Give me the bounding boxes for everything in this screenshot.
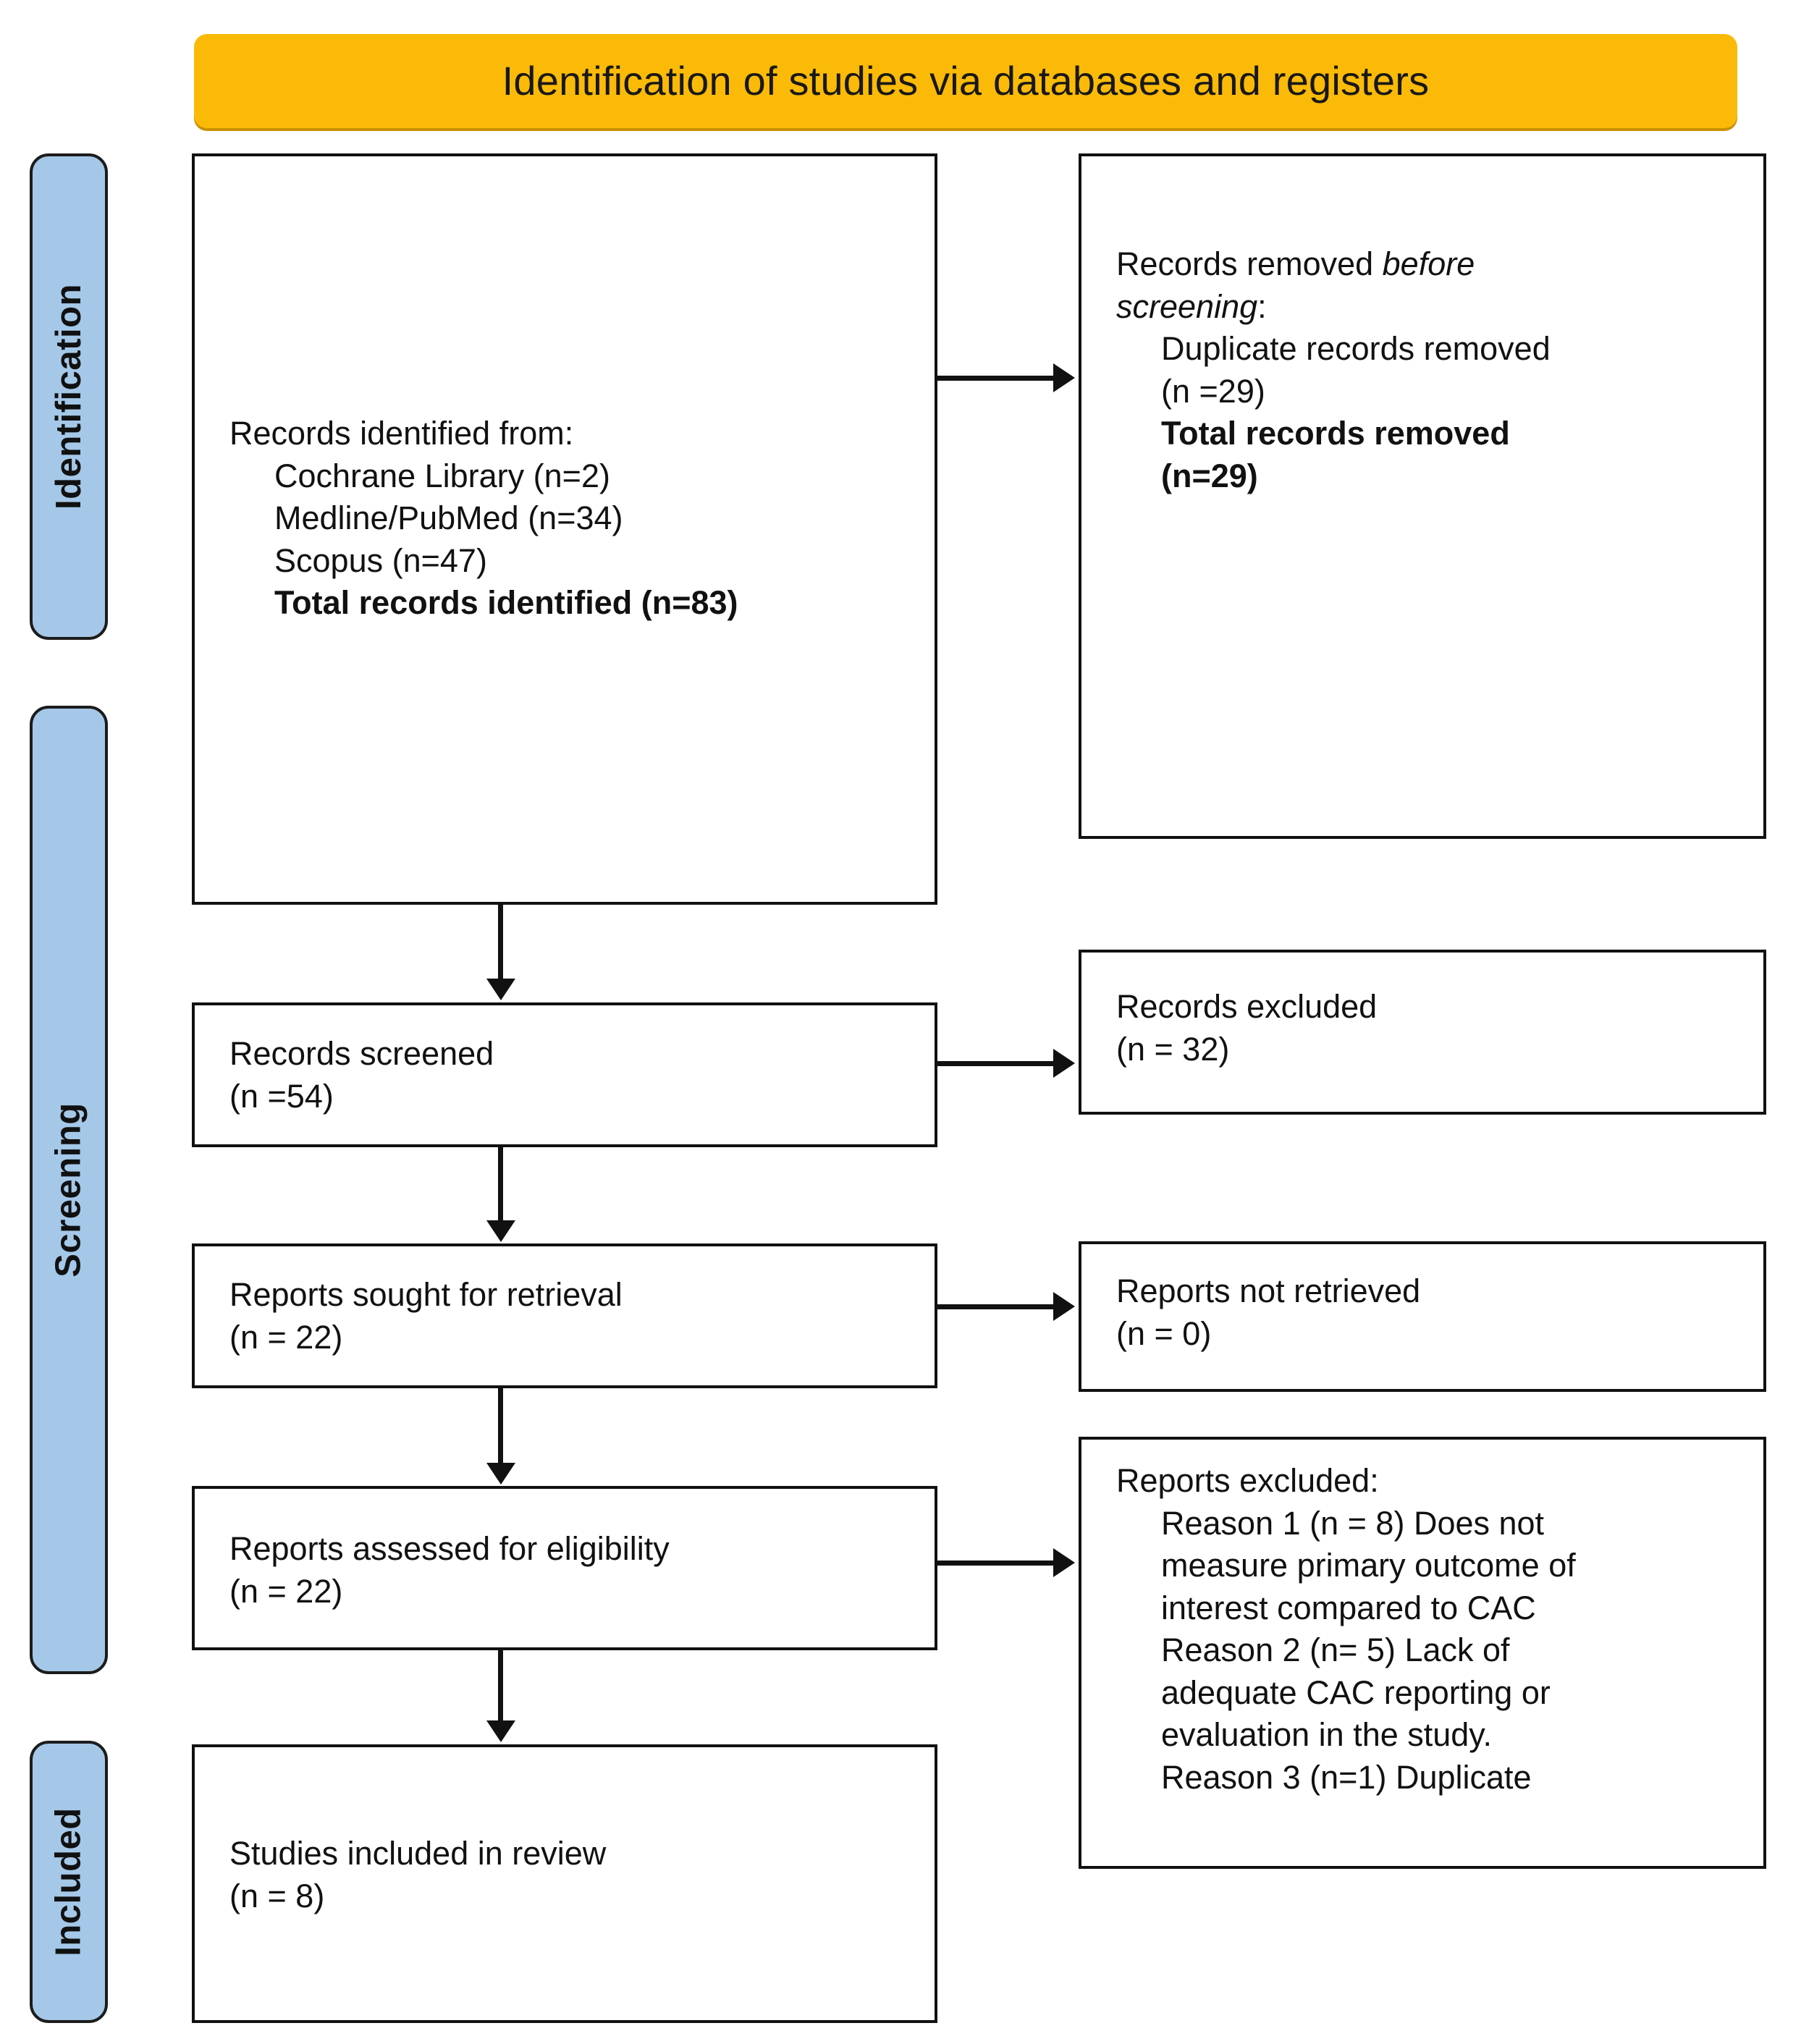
- reports-excluded-reason1-line1: Reason 1 (n = 8) Does not: [1161, 1504, 1545, 1542]
- records-removed-heading-line1: Records removed before: [1116, 243, 1747, 286]
- connector-sought-to-assessed-line: [498, 1388, 503, 1464]
- reports-not-retrieved-label: Reports not retrieved: [1116, 1272, 1421, 1309]
- connector-identified-to-screened-line: [498, 905, 503, 980]
- connector-screened-to-excluded-arrow: [1053, 1049, 1075, 1078]
- records-identified-total: Total records identified (n=83): [274, 584, 738, 621]
- box-reports-excluded: Reports excluded: Reason 1 (n = 8) Does …: [1079, 1437, 1766, 1869]
- connector-identified-to-removed-line: [937, 376, 1057, 381]
- box-reports-excluded-text: Reports excluded: Reason 1 (n = 8) Does …: [1116, 1460, 1747, 1799]
- box-records-screened-text: Records screened (n =54): [229, 1033, 919, 1118]
- studies-included-label: Studies included in review: [229, 1835, 607, 1872]
- connector-screened-to-excluded-line: [937, 1061, 1057, 1066]
- connector-identified-to-removed-arrow: [1053, 363, 1075, 392]
- records-removed-heading-line2: screening:: [1116, 286, 1747, 329]
- reports-excluded-reason2-line1: Reason 2 (n= 5) Lack of: [1161, 1631, 1510, 1668]
- header-banner: Identification of studies via databases …: [194, 34, 1737, 128]
- connector-assessed-to-excluded-line: [937, 1561, 1057, 1566]
- reports-sought-count: (n = 22): [229, 1318, 343, 1356]
- stage-label-included-text: Included: [49, 1807, 88, 1956]
- reports-assessed-label: Reports assessed for eligibility: [229, 1530, 670, 1567]
- box-records-identified-text: Records identified from: Cochrane Librar…: [229, 413, 919, 625]
- header-title: Identification of studies via databases …: [502, 58, 1430, 104]
- box-records-excluded: Records excluded (n = 32): [1079, 950, 1766, 1115]
- connector-assessed-to-excluded-arrow: [1053, 1548, 1075, 1577]
- reports-excluded-reason1-line3: interest compared to CAC: [1161, 1589, 1536, 1626]
- connector-assessed-to-included-arrow: [486, 1720, 515, 1742]
- connector-sought-to-not-retrieved-line: [937, 1304, 1057, 1309]
- box-reports-not-retrieved-text: Reports not retrieved (n = 0): [1116, 1270, 1747, 1355]
- box-records-identified: Records identified from: Cochrane Librar…: [192, 153, 937, 905]
- records-screened-count: (n =54): [229, 1077, 334, 1115]
- connector-identified-to-screened-arrow: [486, 979, 515, 1000]
- records-removed-heading-italic-before: before: [1382, 245, 1475, 282]
- records-removed-heading-colon: :: [1257, 287, 1267, 325]
- box-reports-assessed: Reports assessed for eligibility (n = 22…: [192, 1486, 937, 1650]
- reports-not-retrieved-count: (n = 0): [1116, 1314, 1212, 1352]
- box-records-removed-text: Records removed before screening: Duplic…: [1116, 243, 1747, 497]
- records-removed-total-count: (n=29): [1161, 457, 1258, 494]
- connector-sought-to-not-retrieved-arrow: [1053, 1292, 1075, 1321]
- records-identified-medline: Medline/PubMed (n=34): [274, 499, 623, 536]
- records-identified-cochrane: Cochrane Library (n=2): [274, 457, 610, 494]
- reports-assessed-count: (n = 22): [229, 1572, 343, 1610]
- reports-excluded-reason2-line3: evaluation in the study.: [1161, 1716, 1492, 1753]
- box-reports-sought: Reports sought for retrieval (n = 22): [192, 1243, 937, 1388]
- box-reports-assessed-text: Reports assessed for eligibility (n = 22…: [229, 1528, 919, 1613]
- reports-excluded-reason2-line2: adequate CAC reporting or: [1161, 1673, 1551, 1711]
- records-screened-label: Records screened: [229, 1035, 494, 1072]
- connector-screened-to-sought-arrow: [486, 1220, 515, 1242]
- records-removed-heading-italic-screening: screening: [1116, 287, 1258, 325]
- box-records-screened: Records screened (n =54): [192, 1002, 937, 1147]
- box-reports-not-retrieved: Reports not retrieved (n = 0): [1079, 1241, 1766, 1392]
- records-removed-duplicate-count: (n =29): [1161, 372, 1265, 410]
- records-identified-scopus: Scopus (n=47): [274, 541, 487, 579]
- box-records-excluded-text: Records excluded (n = 32): [1116, 986, 1747, 1070]
- stage-label-included: Included: [30, 1741, 108, 2023]
- stage-label-identification: Identification: [30, 153, 108, 640]
- studies-included-count: (n = 8): [229, 1877, 325, 1914]
- records-excluded-label: Records excluded: [1116, 988, 1378, 1025]
- connector-assessed-to-included-line: [498, 1650, 503, 1721]
- records-excluded-count: (n = 32): [1116, 1030, 1230, 1068]
- stage-label-screening-text: Screening: [49, 1102, 89, 1278]
- reports-excluded-reason3-line1: Reason 3 (n=1) Duplicate: [1161, 1758, 1532, 1796]
- reports-excluded-heading: Reports excluded:: [1116, 1462, 1379, 1499]
- reports-sought-label: Reports sought for retrieval: [229, 1276, 623, 1313]
- box-studies-included: Studies included in review (n = 8): [192, 1744, 937, 2023]
- records-removed-total: Total records removed: [1161, 415, 1510, 452]
- connector-sought-to-assessed-arrow: [486, 1463, 515, 1485]
- box-records-removed: Records removed before screening: Duplic…: [1079, 153, 1766, 839]
- stage-label-screening: Screening: [30, 706, 108, 1674]
- reports-excluded-reason1-line2: measure primary outcome of: [1161, 1547, 1576, 1584]
- box-studies-included-text: Studies included in review (n = 8): [229, 1833, 919, 1917]
- records-removed-duplicate: Duplicate records removed: [1161, 330, 1551, 367]
- records-identified-heading: Records identified from:: [229, 415, 574, 452]
- box-reports-sought-text: Reports sought for retrieval (n = 22): [229, 1274, 919, 1359]
- records-removed-heading-plain: Records removed: [1116, 245, 1383, 282]
- connector-screened-to-sought-line: [498, 1147, 503, 1221]
- stage-label-identification-text: Identification: [49, 284, 89, 510]
